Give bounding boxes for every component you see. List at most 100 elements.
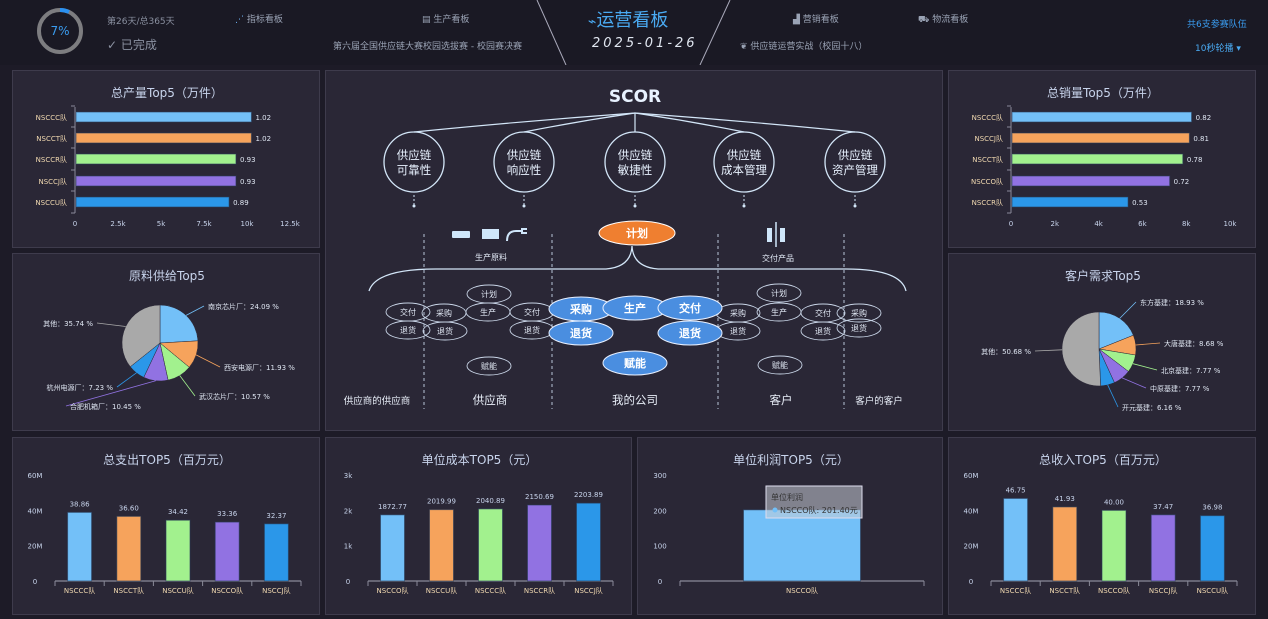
slice-label: 北京基建：7.77 % <box>1161 366 1221 375</box>
category-label: NSCCU队 <box>1197 586 1229 595</box>
y-tick-label: 60M <box>964 472 979 480</box>
process-label: 退货 <box>851 323 867 333</box>
y-tick-label: 2k <box>344 507 353 515</box>
category-label: NSCCO队 <box>971 177 1003 186</box>
process-ellipse <box>836 303 882 323</box>
data-label: 1.02 <box>255 114 271 122</box>
scatter-chart-icon: ⋰ <box>235 15 247 25</box>
arrow-head <box>412 204 416 208</box>
raw-materials-label: 生产原料 <box>475 252 507 262</box>
bar-NSCCT队 <box>116 515 142 582</box>
bar-NSCCT队 <box>1052 506 1078 582</box>
leader-line <box>1132 363 1158 371</box>
x-tick-label: 4k <box>1094 220 1103 228</box>
pulse-icon: ⌁ <box>588 14 597 30</box>
leader-line <box>96 322 126 327</box>
leader-line <box>179 375 196 397</box>
company-process-label: 生产 <box>624 301 646 315</box>
check-circle-icon: ✓ <box>107 38 121 52</box>
leader-line <box>1121 377 1147 389</box>
delivered-products-label: 交付产品 <box>762 253 794 263</box>
arrow-head <box>853 204 857 208</box>
category-label: NSCCR队 <box>972 198 1003 207</box>
x-tick-label: 12.5k <box>280 220 301 228</box>
process-label: 赋能 <box>772 360 788 370</box>
chip-icon <box>482 229 499 239</box>
category-label: NSCCT队 <box>1049 586 1080 595</box>
slice-label: 杭州电源厂：7.23 % <box>47 383 114 392</box>
nav-metrics-board[interactable]: ⋰ 指标看板 <box>235 12 283 25</box>
x-tick-label: 10k <box>1224 220 1238 228</box>
attribute-circle <box>824 131 886 193</box>
data-label: 1872.77 <box>378 503 407 511</box>
arrow-head <box>522 204 526 208</box>
y-tick-label: 20M <box>964 543 979 551</box>
subtitle-right: ❦ 供应链运营实战（校园十八） <box>740 39 867 52</box>
company-process-ellipse <box>657 320 723 346</box>
bar-NSCCO队 <box>743 509 861 582</box>
bar-NSCCU队 <box>1199 515 1225 582</box>
data-label: 0.93 <box>240 156 256 164</box>
y-tick-label: 0 <box>33 578 37 586</box>
bar-NSCCT队 <box>1011 153 1184 165</box>
arrow-head <box>633 204 637 208</box>
process-ellipse <box>757 355 803 375</box>
data-label: 0.89 <box>233 199 249 207</box>
subtitle-text: 供应链运营实战（校园十八） <box>750 42 868 52</box>
data-label: 0.81 <box>1193 135 1209 143</box>
subtitle-left: 第六届全国供应链大赛校园选拔赛 - 校园赛决赛 <box>333 42 522 52</box>
connector-line <box>413 112 636 133</box>
bar-NSCCT队 <box>75 132 252 144</box>
caret-down-icon: ▾ <box>1233 44 1241 54</box>
nav-label: 营销看板 <box>802 15 839 25</box>
chart-total-revenue: 总收入TOP5（百万元）020M40M60M46.75NSCCC队41.93NS… <box>964 453 1238 595</box>
nav-marketing-board[interactable]: ▟ 营销看板 <box>793 12 839 25</box>
process-label: 交付 <box>400 307 416 317</box>
data-label: 0.78 <box>1187 156 1203 164</box>
y-tick-label: 40M <box>964 507 979 515</box>
process-label: 退货 <box>730 326 746 336</box>
y-tick-label: 60M <box>28 472 43 480</box>
process-ellipse <box>800 321 846 341</box>
attribute-label: 供应链 <box>618 148 653 162</box>
connector-line <box>634 112 745 133</box>
attribute-label: 响应性 <box>507 163 542 177</box>
company-process-ellipse <box>657 295 723 321</box>
leader-line <box>1034 349 1063 352</box>
team-count: 共6支参赛队伍 <box>1187 20 1247 30</box>
x-tick-label: 0 <box>73 220 77 228</box>
bar-NSCCJ队 <box>75 175 237 187</box>
chart-title: 原料供给Top5 <box>129 269 205 283</box>
nav-logistics-board[interactable]: ⛟ 物流看板 <box>918 12 968 26</box>
bar-NSCCJ队 <box>1150 514 1176 582</box>
x-tick-label: 2.5k <box>110 220 126 228</box>
nav-production-board[interactable]: ▤ 生产看板 <box>422 12 469 25</box>
rotation-dropdown[interactable]: 10秒轮播 ▾ <box>1195 41 1241 54</box>
chart-title: 单位利润TOP5（元） <box>733 452 849 467</box>
company-process-label: 退货 <box>570 326 592 340</box>
data-label: 2040.89 <box>476 497 505 505</box>
category-label: NSCCT队 <box>36 134 67 143</box>
category-label: NSCCU队 <box>426 586 458 595</box>
nav-label: 生产看板 <box>433 15 470 25</box>
bar-NSCCU队 <box>165 519 191 582</box>
data-label: 0.82 <box>1196 114 1212 122</box>
process-ellipse <box>466 356 512 376</box>
process-label: 生产 <box>771 307 787 317</box>
data-label: 0.93 <box>240 178 256 186</box>
bar-NSCCC队 <box>67 511 93 582</box>
category-label: NSCCO队 <box>377 586 409 595</box>
title-text: 运营看板 <box>596 10 669 31</box>
leader-line <box>1107 384 1119 408</box>
data-label: 38.86 <box>70 500 91 508</box>
category-label: NSCCC队 <box>1000 586 1031 595</box>
slice-label: 开元基建：6.16 % <box>1122 403 1182 412</box>
category-label: NSCCO队 <box>1098 586 1130 595</box>
y-tick-label: 3k <box>344 472 353 480</box>
page-title: ⌁运营看板 <box>588 6 668 32</box>
